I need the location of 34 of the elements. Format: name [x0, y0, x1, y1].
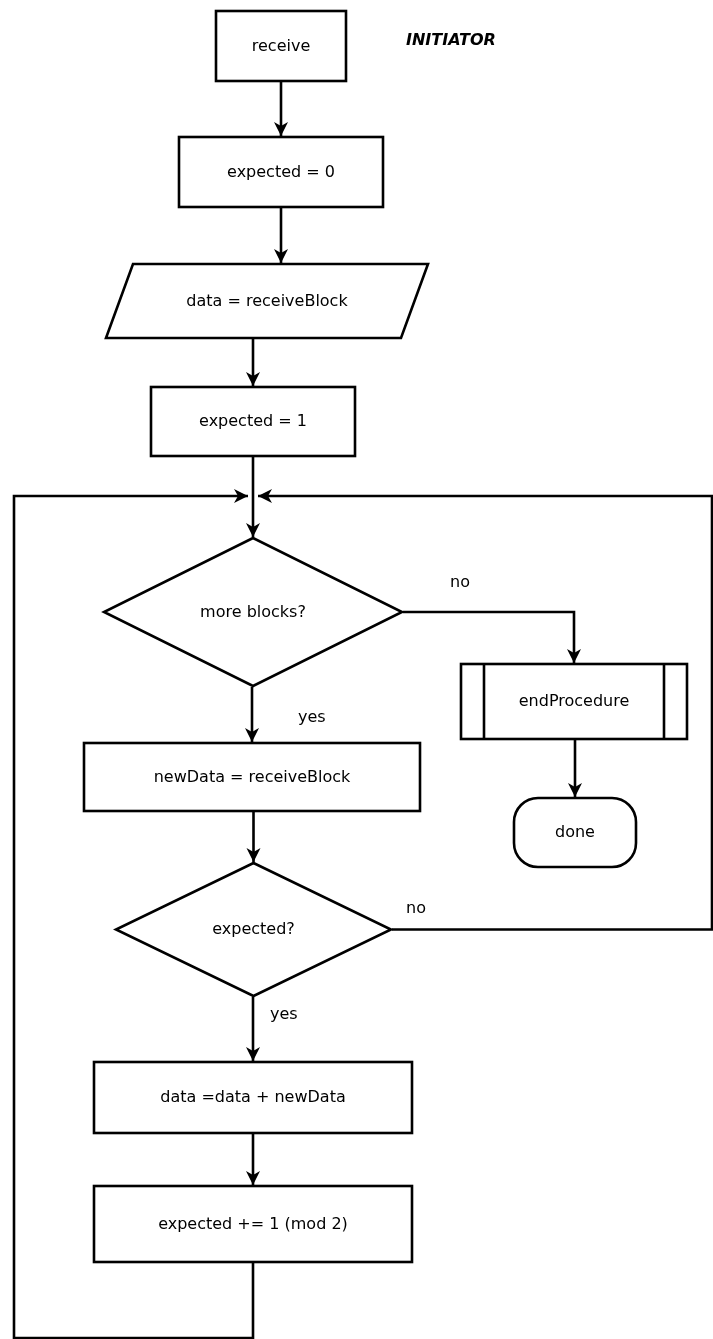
arrow	[246, 339, 260, 386]
arrow	[246, 812, 261, 862]
arrow	[258, 489, 713, 931]
arrow	[246, 997, 260, 1061]
arrow	[274, 82, 288, 136]
node-label: more blocks?	[200, 601, 306, 623]
terminal-shape	[513, 797, 637, 868]
arrow	[403, 610, 581, 663]
process-box	[215, 10, 347, 82]
process-box	[93, 1061, 413, 1134]
node-label: newData = receiveBlock	[153, 766, 351, 788]
node-label: receive	[251, 35, 311, 57]
node-label: done	[555, 822, 595, 843]
node-label: data = receiveBlock	[186, 290, 348, 312]
process-box	[83, 742, 421, 812]
predefined-process-box	[460, 663, 688, 740]
node-label: expected = 1	[199, 411, 307, 432]
arrow	[12, 489, 255, 1339]
node-label: endProcedure	[518, 691, 630, 712]
node-label: data =data + newData	[160, 1087, 346, 1108]
decision-diamond	[103, 537, 403, 687]
arrow	[568, 740, 582, 797]
process-box	[178, 136, 384, 208]
decision-diamond	[115, 862, 392, 997]
process-box	[150, 386, 356, 457]
node-label: expected?	[212, 919, 295, 940]
arrow	[245, 687, 259, 742]
arrow	[274, 208, 288, 263]
node-label: expected = 0	[227, 161, 335, 183]
process-box	[93, 1185, 413, 1263]
node-label: expected += 1 (mod 2)	[158, 1213, 348, 1235]
arrow	[246, 457, 260, 537]
arrow	[246, 1134, 260, 1185]
input-output-parallelogram	[105, 263, 429, 339]
